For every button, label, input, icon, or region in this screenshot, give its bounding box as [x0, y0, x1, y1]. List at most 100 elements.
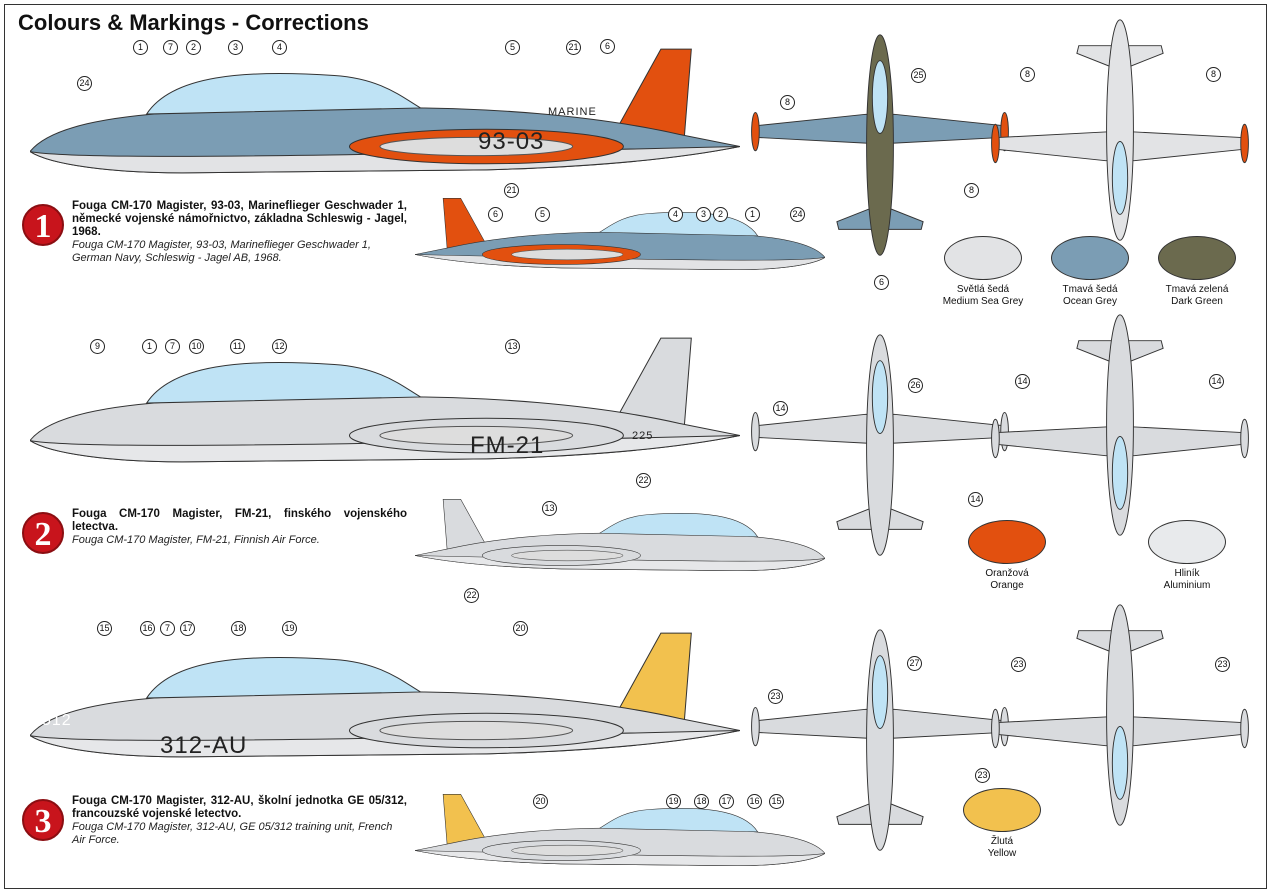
callout-number: 19: [282, 621, 297, 636]
callout-number: 4: [668, 207, 683, 222]
callout-number: 6: [874, 275, 889, 290]
profile-1-bottom-view: [985, 15, 1255, 245]
caption-cz: Fouga CM-170 Magister, 312-AU, školní je…: [72, 795, 407, 820]
callout-number: 16: [747, 794, 762, 809]
callout-number: 6: [600, 39, 615, 54]
swatch-label-cz: Oranžová: [985, 568, 1029, 579]
swatch-label-cz: Tmavá šedá: [1062, 284, 1118, 295]
profile-2-side-large: [30, 330, 740, 470]
page-title: Colours & Markings - Corrections: [18, 10, 369, 35]
callout-number: 24: [790, 207, 805, 222]
callout-number: 15: [97, 621, 112, 636]
callout-number: 8: [1206, 67, 1221, 82]
caption-cz: Fouga CM-170 Magister, FM-21, finského v…: [72, 508, 407, 533]
callout-number: 3: [228, 40, 243, 55]
callout-number: 11: [230, 339, 245, 354]
serial-marking-3: 312-AU: [160, 732, 248, 759]
caption-en: Fouga CM-170 Magister, FM-21, Finnish Ai…: [72, 534, 320, 546]
caption-3: 3 Fouga CM-170 Magister, 312-AU, školní …: [22, 795, 407, 847]
callout-number: 23: [1011, 657, 1026, 672]
profile-badge-3: 3: [22, 799, 64, 841]
callout-number: 7: [165, 339, 180, 354]
callout-number: 3: [696, 207, 711, 222]
callout-number: 8: [780, 95, 795, 110]
callout-number: 15: [769, 794, 784, 809]
caption-en: Fouga CM-170 Magister, 312-AU, GE 05/312…: [72, 821, 393, 846]
callout-number: 8: [1020, 67, 1035, 82]
profile-3-side-large: [30, 620, 740, 770]
callout-number: 5: [535, 207, 550, 222]
callout-number: 9: [90, 339, 105, 354]
callout-number: 26: [908, 378, 923, 393]
callout-number: 18: [694, 794, 709, 809]
callout-number: 25: [911, 68, 926, 83]
swatch-label-en: Orange: [990, 580, 1024, 591]
callout-number: 23: [768, 689, 783, 704]
callout-number: 22: [636, 473, 651, 488]
callout-number: 14: [968, 492, 983, 507]
callout-number: 19: [666, 794, 681, 809]
swatch-label-en: Dark Green: [1171, 296, 1223, 307]
caption-1: 1 Fouga CM-170 Magister, 93-03, Marinefl…: [22, 200, 407, 265]
callout-number: 1: [142, 339, 157, 354]
callout-number: 21: [566, 40, 581, 55]
callout-number: 23: [975, 768, 990, 783]
callout-number: 7: [163, 40, 178, 55]
caption-2: 2 Fouga CM-170 Magister, FM-21, finského…: [22, 508, 407, 554]
callout-number: 1: [745, 207, 760, 222]
callout-number: 4: [272, 40, 287, 55]
swatch-label-cz: Žlutá: [990, 836, 1014, 847]
swatch-label-cz: Tmavá zelená: [1165, 284, 1229, 295]
callout-number: 27: [907, 656, 922, 671]
callout-number: 13: [542, 501, 557, 516]
callout-number: 17: [719, 794, 734, 809]
callout-number: 5: [505, 40, 520, 55]
swatch-label-en: Yellow: [987, 848, 1017, 859]
sheet-border: [4, 4, 1267, 889]
swatch-label-en: Aluminium: [1163, 580, 1211, 591]
callout-number: 14: [1015, 374, 1030, 389]
swatch-label-cz: Světlá šedá: [956, 284, 1010, 295]
callout-number: 24: [77, 76, 92, 91]
callout-number: 12: [272, 339, 287, 354]
callout-number: 8: [964, 183, 979, 198]
swatch-oval: [1158, 236, 1236, 280]
callout-number: 20: [533, 794, 548, 809]
tail-marking-2: 225: [632, 430, 654, 442]
callout-number: 20: [513, 621, 528, 636]
caption-en: Fouga CM-170 Magister, 93-03, Marineflie…: [72, 239, 371, 264]
profile-2-bottom-view: [985, 310, 1255, 540]
callout-number: 21: [504, 183, 519, 198]
callout-number: 23: [1215, 657, 1230, 672]
callout-number: 14: [1209, 374, 1224, 389]
serial-marking-2: FM-21: [470, 432, 545, 459]
callout-number: 18: [231, 621, 246, 636]
swatch-oval: [944, 236, 1022, 280]
swatch-label-en: Medium Sea Grey: [942, 296, 1024, 307]
swatch-oval: [968, 520, 1046, 564]
profile-1-side-large: [30, 45, 740, 177]
callout-number: 22: [464, 588, 479, 603]
tail-marking-1: MARINE: [548, 106, 597, 118]
callout-number: 13: [505, 339, 520, 354]
nose-marking-3: 512: [42, 712, 72, 729]
profile-badge-1: 1: [22, 204, 64, 246]
profile-1-top-view: [745, 30, 1015, 260]
serial-marking-1: 93-03: [478, 128, 545, 155]
callout-number: 10: [189, 339, 204, 354]
callout-number: 17: [180, 621, 195, 636]
callout-number: 7: [160, 621, 175, 636]
callout-number: 6: [488, 207, 503, 222]
callout-number: 14: [773, 401, 788, 416]
swatch-oval: [1148, 520, 1226, 564]
profile-badge-2: 2: [22, 512, 64, 554]
callout-number: 16: [140, 621, 155, 636]
caption-cz: Fouga CM-170 Magister, 93-03, Marineflie…: [72, 200, 407, 238]
swatch-label-en: Ocean Grey: [1063, 296, 1117, 307]
